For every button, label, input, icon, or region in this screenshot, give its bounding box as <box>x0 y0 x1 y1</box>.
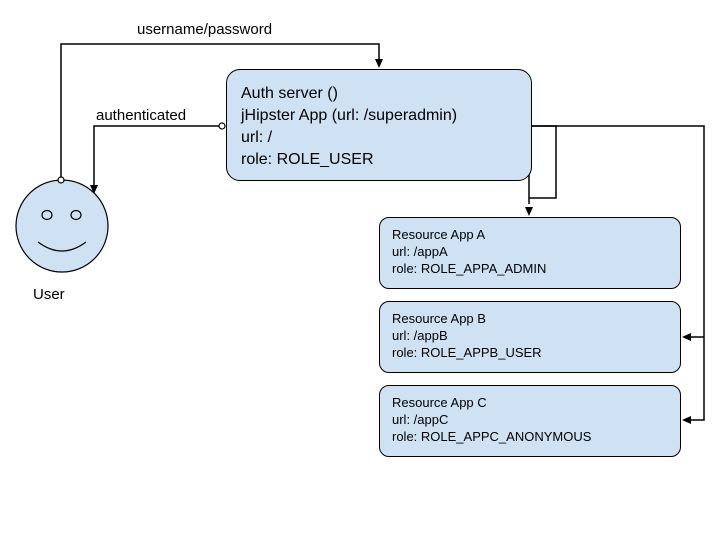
to-resource-b-c-line <box>532 125 705 421</box>
authenticated-label: authenticated <box>96 107 187 124</box>
auth-server-app: jHipster App (url: /superadmin) <box>241 107 458 124</box>
to-resource-a-branch <box>529 125 557 199</box>
resource-app-c-role: role: ROLE_APPC_ANONYMOUS <box>392 429 592 444</box>
resource-a-arrowhead <box>525 207 533 216</box>
user-label: User <box>33 286 65 303</box>
username-password-label: username/password <box>137 21 273 38</box>
resource-app-c-url: url: /appC <box>392 412 449 427</box>
login-connector <box>57 43 383 184</box>
resource-app-a-box: Resource App A url: /appA role: ROLE_APP… <box>379 217 681 289</box>
resource-app-a-role: role: ROLE_APPA_ADMIN <box>392 261 547 276</box>
authenticated-start-dot <box>218 122 226 130</box>
resource-app-a-url: url: /appA <box>392 244 448 259</box>
resource-app-a-title: Resource App A <box>392 227 486 242</box>
user-left-eye <box>41 209 53 221</box>
login-start-dot <box>57 176 65 184</box>
resource-c-arrowhead <box>682 416 691 424</box>
authenticated-connector <box>90 122 226 194</box>
user-smile <box>37 241 87 252</box>
authenticated-arrowhead <box>90 185 98 194</box>
user-right-eye <box>70 209 82 221</box>
resource-app-c-title: Resource App C <box>392 395 487 410</box>
auth-server-box: Auth server () jHipster App (url: /super… <box>226 69 532 181</box>
resource-app-b-role: role: ROLE_APPB_USER <box>392 345 542 360</box>
auth-server-url: url: / <box>241 129 273 146</box>
auth-server-role: role: ROLE_USER <box>241 151 374 168</box>
smiley-face-icon <box>15 179 109 273</box>
login-arrowhead <box>375 59 383 68</box>
resource-app-b-box: Resource App B url: /appB role: ROLE_APP… <box>379 301 681 373</box>
resource-app-b-url: url: /appB <box>392 328 448 343</box>
user-head <box>15 179 109 273</box>
auth-server-title: Auth server () <box>241 85 338 102</box>
resource-b-arrowhead <box>682 333 691 341</box>
resource-app-b-title: Resource App B <box>392 311 486 326</box>
authenticated-line <box>93 125 222 186</box>
login-line <box>60 43 380 180</box>
resource-app-c-box: Resource App C url: /appC role: ROLE_APP… <box>379 385 681 457</box>
